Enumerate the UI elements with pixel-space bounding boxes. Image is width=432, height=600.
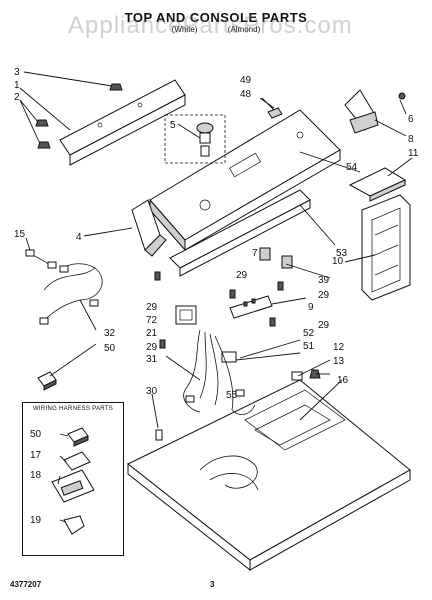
callout-3: 3 <box>14 67 20 78</box>
callout-48: 48 <box>240 89 252 100</box>
terminal-block <box>221 247 293 363</box>
wire-15 <box>25 249 57 269</box>
callout-12: 12 <box>333 342 345 353</box>
top-hinge-parts <box>254 369 331 446</box>
callout-2: 2 <box>14 92 20 103</box>
lint-filter-cover <box>348 167 407 202</box>
wiring-harness-inset: WIRING HARNESS PARTS <box>22 402 124 556</box>
knob-assembly <box>164 114 226 164</box>
callout-4: 4 <box>76 232 82 243</box>
callout-6: 6 <box>408 114 414 125</box>
callout-7: 7 <box>252 248 258 259</box>
callout-50-inset: 50 <box>30 429 42 440</box>
callout-19: 19 <box>30 515 42 526</box>
page-number: 3 <box>210 580 215 589</box>
callout-10: 10 <box>332 256 344 267</box>
callout-39: 39 <box>318 275 330 286</box>
callout-29-c: 29 <box>236 270 248 281</box>
diagram-title: TOP AND CONSOLE PARTS <box>124 10 308 25</box>
callout-21: 21 <box>146 328 158 339</box>
callout-9: 9 <box>308 302 314 313</box>
callout-labels: 3 1 2 4 5 6 7 8 9 10 11 12 13 15 16 17 1… <box>14 67 419 526</box>
connector-50 <box>37 371 57 391</box>
callout-5: 5 <box>170 120 176 131</box>
inset-title: WIRING HARNESS PARTS <box>32 406 114 412</box>
callout-8: 8 <box>408 134 414 145</box>
callout-18: 18 <box>30 470 42 481</box>
diagram-header: TOP AND CONSOLE PARTS (White) (Almond) <box>0 10 432 35</box>
lint-filter-housing <box>361 194 411 301</box>
grommet-49 <box>267 107 283 119</box>
end-cap-left <box>131 199 167 257</box>
callout-16: 16 <box>337 375 349 386</box>
callout-31: 31 <box>146 354 158 365</box>
mounting-screws <box>154 271 284 441</box>
callout-1: 1 <box>14 80 20 91</box>
screws-2-3 <box>35 83 123 149</box>
harness-32 <box>39 263 103 325</box>
callout-53: 53 <box>336 248 348 259</box>
callout-30: 30 <box>146 386 158 397</box>
callout-29-b: 29 <box>146 342 158 353</box>
color-white: (White) <box>171 25 198 34</box>
console-mounting-rail <box>169 189 311 277</box>
document-number: 4377207 <box>10 580 42 589</box>
callout-49: 49 <box>240 75 252 86</box>
callout-55: 55 <box>226 390 238 401</box>
main-wiring-harness <box>183 329 256 415</box>
callout-29-d: 29 <box>318 290 330 301</box>
callout-11: 11 <box>408 148 419 159</box>
inset-parts <box>51 427 95 535</box>
callout-54: 54 <box>346 162 358 173</box>
switch-assembly <box>229 295 273 319</box>
callout-13: 13 <box>333 356 345 367</box>
end-cap-right <box>344 89 406 134</box>
callout-32: 32 <box>104 328 116 339</box>
callout-50: 50 <box>104 343 116 354</box>
callout-72: 72 <box>146 315 158 326</box>
leader-lines <box>19 71 413 523</box>
callout-17: 17 <box>30 450 42 461</box>
callout-29-e: 29 <box>318 320 330 331</box>
callout-15: 15 <box>14 229 26 240</box>
console-backguard <box>149 109 341 252</box>
callout-51: 51 <box>303 341 315 352</box>
timer-motor <box>175 305 197 325</box>
console-rear-panel <box>59 79 186 166</box>
callout-52: 52 <box>303 328 315 339</box>
color-almond: (Almond) <box>227 25 261 34</box>
dryer-top-panel <box>127 379 411 572</box>
color-variants: (White) (Almond) <box>0 25 432 35</box>
callout-29-a: 29 <box>146 302 158 313</box>
